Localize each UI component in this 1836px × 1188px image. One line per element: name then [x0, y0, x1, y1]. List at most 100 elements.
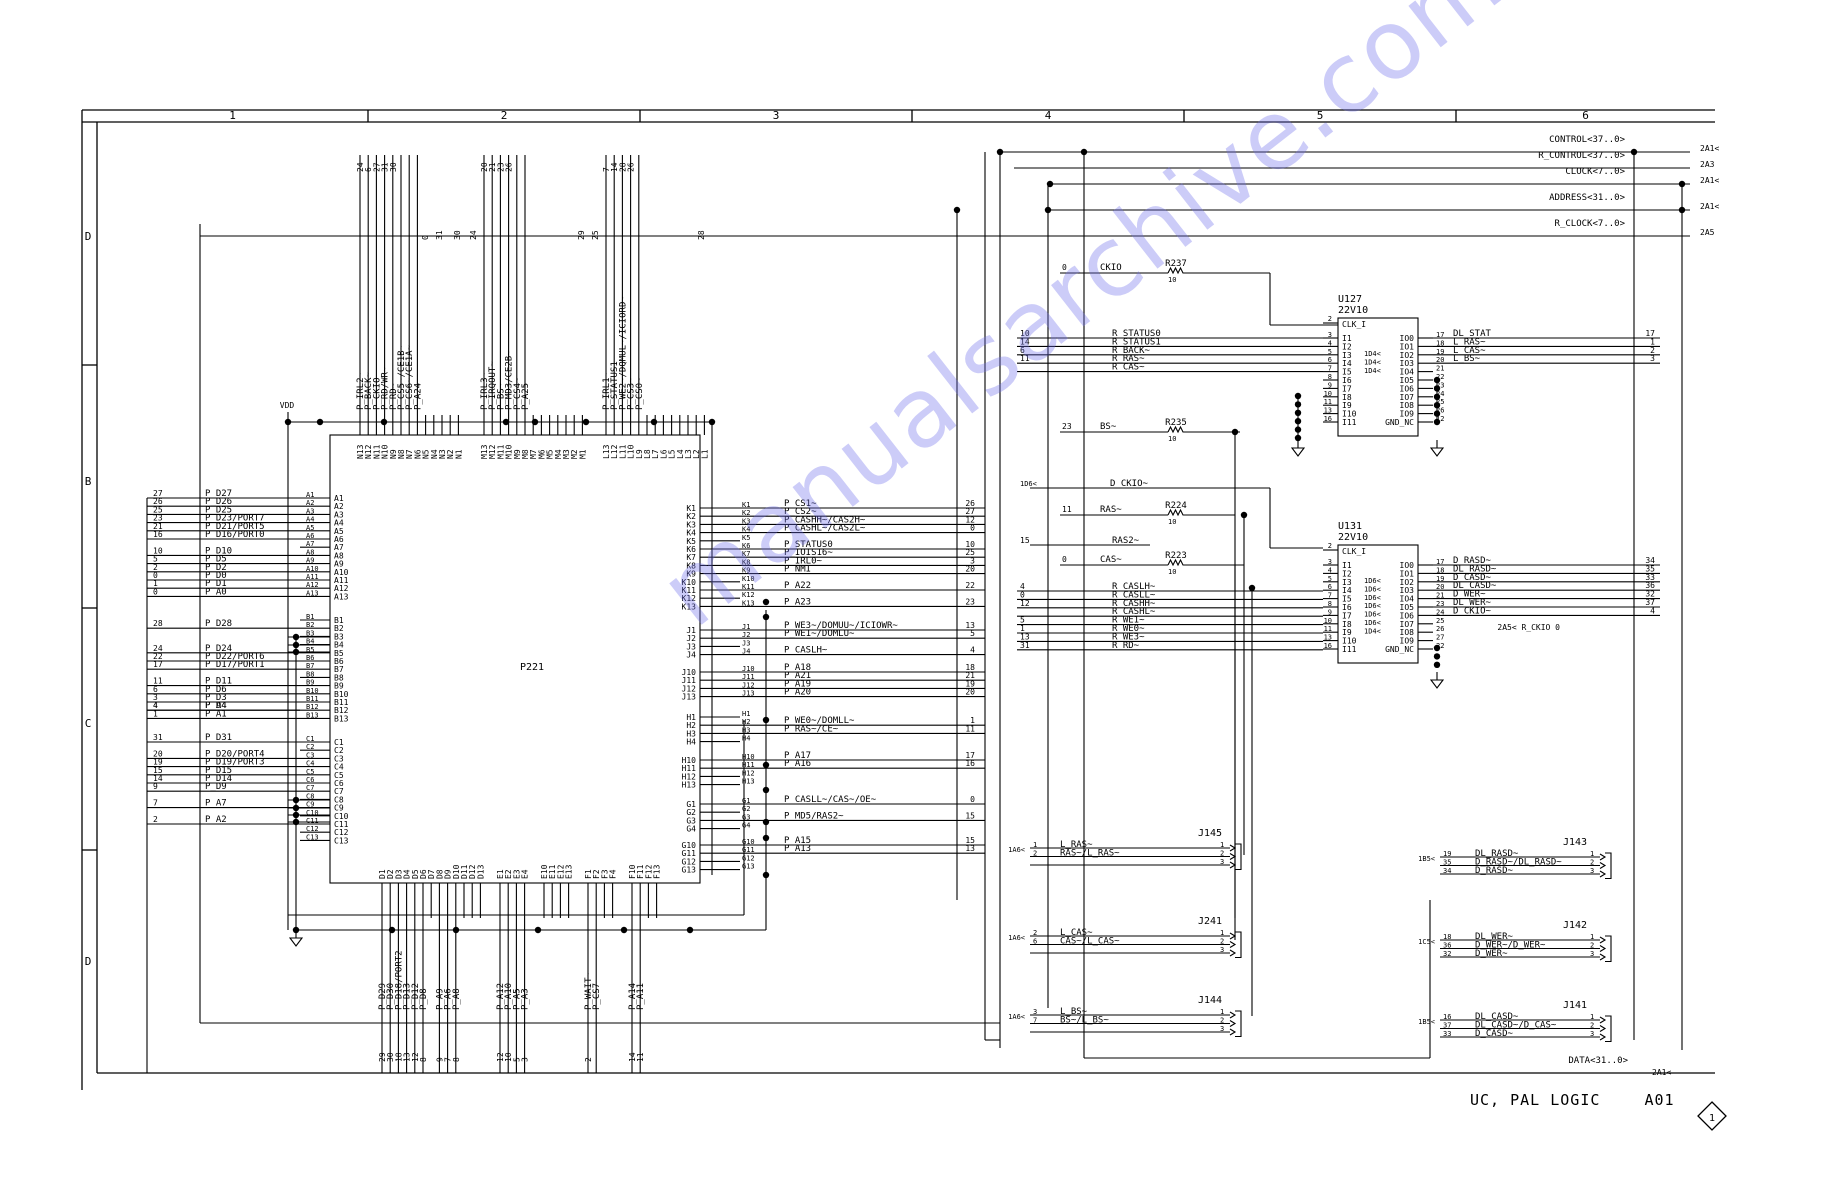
net-label: P_A15 — [784, 836, 811, 846]
pin-name: N8 — [397, 449, 406, 459]
net-number: 3 — [1650, 354, 1655, 363]
net-label: P_A0 — [205, 587, 227, 597]
net-number: 18 — [965, 663, 975, 672]
pin-number: B4 — [306, 638, 314, 646]
net-number: 31 — [435, 230, 444, 240]
net-label: P_D20/PORT4 — [205, 749, 265, 759]
pin-number: A4 — [306, 516, 314, 524]
offpage-ref: 1D6< — [1364, 611, 1381, 619]
net-number: 12 — [1020, 599, 1030, 608]
pin-number: C5 — [306, 768, 314, 776]
net-number: 4 — [1020, 582, 1025, 591]
pin-name: L5 — [668, 449, 677, 459]
pin-number: C7 — [306, 784, 314, 792]
net-number: 35 — [1645, 564, 1655, 573]
net-label: P_A11 — [636, 983, 646, 1010]
pin-name: L7 — [651, 449, 660, 459]
pin-number: 5 — [1328, 575, 1332, 583]
net-number: 1 — [1020, 624, 1025, 633]
pin-number: A8 — [306, 548, 314, 556]
pin-name: N7 — [405, 449, 414, 459]
net-number: 27 — [372, 162, 381, 172]
net-label: P_CS2~ — [784, 507, 817, 517]
pin-number: 13 — [1324, 407, 1332, 415]
pin-name: F4 — [609, 869, 618, 879]
offpage-ref: 1D6< — [1364, 577, 1381, 585]
connector-pin-symbol — [1229, 861, 1237, 869]
pin-name: D9 — [444, 869, 453, 879]
pin-name: I7 — [1342, 611, 1352, 620]
pin-name: IO0 — [1400, 561, 1415, 570]
pin-number: B12 — [306, 703, 319, 711]
pin-number: 21 — [1436, 365, 1444, 373]
pin-number: 23 — [1436, 381, 1444, 389]
net-number: 2 — [153, 815, 158, 824]
resistor-value: 10 — [1168, 276, 1176, 284]
pin-name: M13 — [480, 444, 489, 459]
pin-number: C6 — [306, 776, 314, 784]
pin-name: F13 — [653, 864, 662, 879]
junction-dot — [996, 148, 1004, 156]
pin-name: E10 — [540, 864, 549, 879]
net-label: P_D28 — [205, 619, 232, 629]
offpage-ref: 1D6< — [1020, 480, 1037, 488]
bus-label-clock: CLOCK<7..0> — [1565, 167, 1625, 177]
net-label: P_D10 — [205, 546, 232, 556]
pin-name: I5 — [1342, 368, 1352, 377]
junction-dot — [1433, 393, 1441, 400]
connector-ref-pin: 3 — [1033, 1008, 1037, 1016]
net-label: P_D13 — [403, 983, 413, 1010]
net-label: P_D19/PORT3 — [205, 758, 265, 768]
pin-name: B5 — [334, 649, 344, 658]
pin-name: C2 — [334, 746, 344, 755]
net-number: 15 — [153, 766, 163, 775]
net-label: P_RAS~/CE~ — [784, 724, 839, 734]
net-label: P_A12 — [496, 983, 506, 1010]
pin-number: 22 — [1436, 642, 1444, 650]
net-label: P_IRL3~ — [480, 371, 490, 410]
connector-pin: 3 — [1220, 1025, 1224, 1033]
pin-name: L1 — [700, 449, 709, 459]
net-number: 17 — [153, 660, 163, 669]
net-number: 29 — [378, 1052, 387, 1062]
connector-pin: 3 — [1590, 867, 1594, 875]
net-number: 30 — [386, 1052, 395, 1062]
pin-number: J12 — [742, 681, 755, 689]
pin-name: K2 — [686, 512, 696, 521]
junction-dot — [1433, 376, 1441, 384]
pin-name: C6 — [334, 779, 344, 788]
net-label: P_IRL2~ — [356, 371, 366, 410]
net-label: P_A2 — [205, 815, 227, 825]
pin-name: A10 — [334, 568, 349, 577]
connector-pin: 2 — [1220, 1017, 1224, 1025]
pin-name: D12 — [468, 864, 477, 879]
pin-name: K4 — [686, 529, 696, 538]
net-number: 13 — [965, 844, 975, 853]
pin-number: H4 — [742, 735, 750, 743]
junction-dot — [1080, 148, 1088, 156]
net-number: 24 — [356, 162, 365, 172]
ic-p221-body — [329, 434, 701, 884]
net-number: 14 — [610, 162, 619, 172]
pin-number: B3 — [306, 629, 314, 637]
net-label: P_CASLL~/CAS~/OE~ — [784, 795, 877, 805]
resistor-body — [1167, 266, 1186, 275]
net-number: 20 — [153, 749, 163, 758]
net-label: CKIO — [1100, 263, 1122, 273]
pin-number: 5 — [1328, 348, 1332, 356]
pin-number: H11 — [742, 761, 755, 769]
pin-name: IO5 — [1400, 376, 1415, 385]
net-label: D_WER~/D_WER~ — [1475, 941, 1546, 951]
connector-pin-symbol — [1599, 945, 1607, 952]
bus-offpage-ref: 2A1< — [1700, 202, 1719, 211]
net-label: P_A24 — [413, 383, 423, 410]
net-label: P_IRL0~ — [784, 556, 823, 566]
pin-number: J13 — [742, 690, 755, 698]
net-number: 6 — [364, 167, 373, 172]
junction-dot — [292, 804, 300, 812]
net-label: R_WE0~ — [1112, 624, 1145, 634]
ic-u131-body — [1337, 544, 1419, 664]
net-label: P_D23/PORT7 — [205, 514, 265, 524]
junction-dot — [762, 613, 770, 621]
net-number: 4 — [1650, 606, 1655, 615]
